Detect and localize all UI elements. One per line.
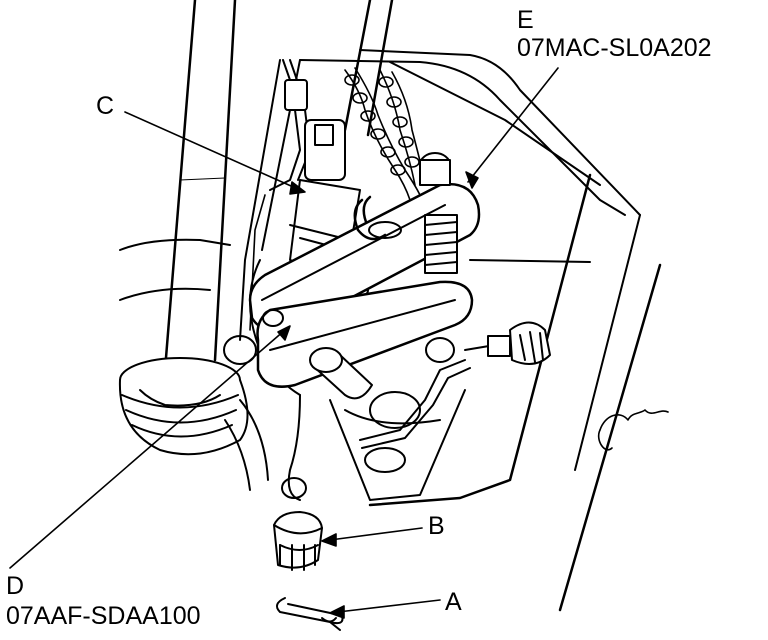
cv-boot <box>118 357 269 491</box>
callout-c-letter: C <box>96 92 115 120</box>
safety-chain <box>344 67 426 201</box>
leader-e <box>467 67 559 183</box>
leader-a <box>337 599 441 613</box>
leader-lines <box>9 67 559 619</box>
callout-e-letter: E <box>517 6 534 34</box>
callout-e-part-number: 07MAC-SL0A202 <box>517 34 712 62</box>
leader-b <box>329 527 423 541</box>
callout-a-letter: A <box>445 588 462 616</box>
drive-shaft <box>163 0 237 372</box>
callout-d-letter: D <box>6 572 25 600</box>
leader-c <box>124 111 301 191</box>
ball-joint-remover-tool <box>248 152 481 388</box>
tool-pin <box>309 347 373 400</box>
body-panel <box>299 49 669 612</box>
sensor-wire <box>249 59 346 331</box>
brake-line <box>359 321 551 449</box>
cotter-pin <box>275 597 344 631</box>
callout-b-letter: B <box>428 512 445 540</box>
callout-d-part-number: 07AAF-SDAA100 <box>6 602 201 630</box>
castle-nut <box>273 511 323 571</box>
leader-d <box>9 329 286 569</box>
